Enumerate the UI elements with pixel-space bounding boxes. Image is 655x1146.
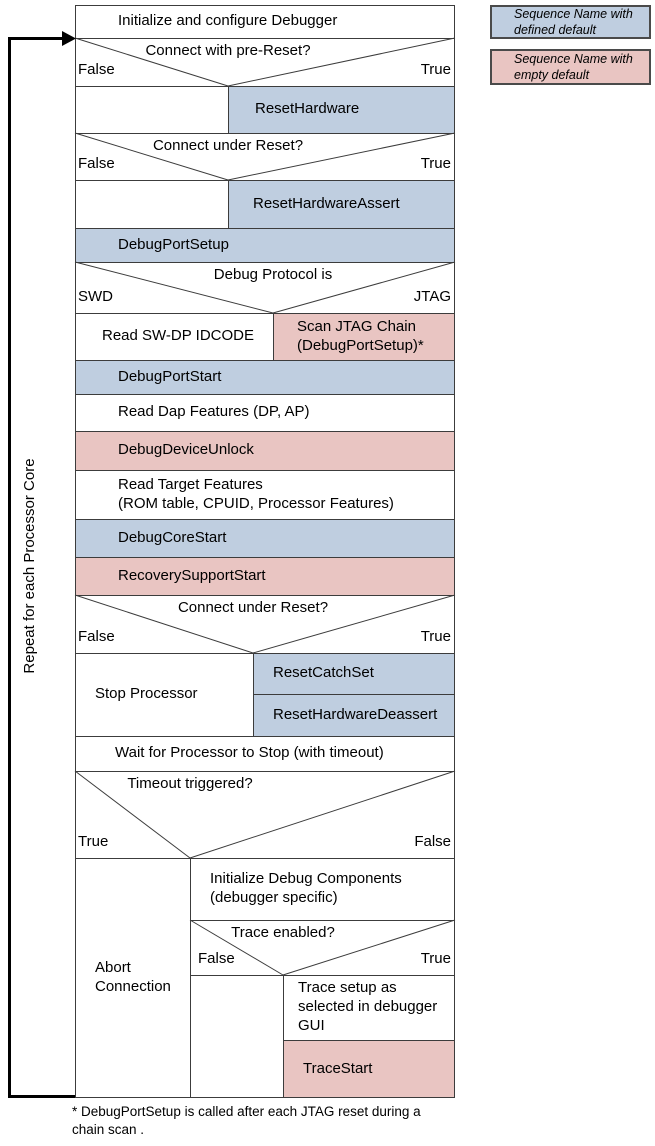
box-reset-hardware-assert: ResetHardwareAssert (228, 180, 455, 228)
box-read-dap-features: Read Dap Features (DP, AP) (118, 403, 310, 421)
box-wait-processor-stop: Wait for Processor to Stop (with timeout… (115, 744, 384, 762)
empty-false-branch-3 (190, 975, 283, 1098)
true-label: True (78, 833, 109, 850)
box-reset-hardware: ResetHardware (228, 86, 455, 133)
loop-arrow (8, 31, 76, 1098)
false-label: False (78, 155, 115, 172)
swd-label: SWD (78, 288, 113, 305)
true-label: True (420, 628, 451, 645)
true-label: True (420, 155, 451, 172)
box-abort-connection: Abort Connection (95, 959, 171, 995)
box-initialize-debugger: Initialize and configure Debugger (118, 12, 338, 30)
jtag-label: JTAG (413, 288, 451, 305)
box-reset-catch-set: ResetCatchSet (253, 653, 455, 694)
decision-question: Connect with pre-Reset? (145, 42, 311, 59)
footnote: * DebugPortSetup is called after each JT… (72, 1104, 421, 1138)
false-label: False (78, 61, 115, 78)
box-scan-jtag-chain: Scan JTAG Chain (DebugPortSetup)* (273, 313, 455, 360)
box-read-swdp-idcode: Read SW-DP IDCODE (102, 327, 254, 345)
box-debug-port-start: DebugPortStart (75, 360, 455, 394)
repeat-core-label: Repeat for each Processor Core (21, 458, 38, 674)
decision-connect-under-reset-1: Connect under Reset? False True (75, 133, 455, 180)
false-label: False (414, 833, 451, 850)
legend-defined-default: Sequence Name with defined default (490, 5, 651, 39)
true-label: True (420, 950, 451, 967)
box-recovery-support-start: RecoverySupportStart (75, 557, 455, 595)
decision-question: Connect under Reset? (152, 137, 304, 154)
empty-false-branch-2 (75, 180, 228, 228)
legend-empty-default: Sequence Name with empty default (490, 49, 651, 85)
box-reset-hardware-deassert: ResetHardwareDeassert (253, 694, 455, 736)
box-stop-processor: Stop Processor (95, 685, 198, 703)
decision-connect-under-reset-2: Connect under Reset? False True (75, 595, 455, 653)
false-label: False (78, 628, 115, 645)
box-trace-start: TraceStart (283, 1040, 455, 1098)
box-init-debug-components: Initialize Debug Components (debugger sp… (210, 870, 402, 906)
box-debug-port-setup: DebugPortSetup (75, 228, 455, 262)
decision-question: Trace enabled? (231, 924, 335, 941)
box-debug-core-start: DebugCoreStart (75, 519, 455, 557)
decision-connect-pre-reset: Connect with pre-Reset? False True (75, 38, 455, 86)
box-trace-setup: Trace setup as selected in debugger GUI (298, 979, 438, 1034)
true-label: True (420, 61, 451, 78)
box-debug-device-unlock: DebugDeviceUnlock (75, 431, 455, 470)
empty-false-branch-1 (75, 86, 228, 133)
box-read-target-features: Read Target Features (ROM table, CPUID, … (118, 475, 394, 512)
decision-debug-protocol: Debug Protocol is SWD JTAG (75, 262, 455, 313)
decision-timeout-triggered: Timeout triggered? True False (75, 771, 455, 858)
decision-trace-enabled: Trace enabled? False True (190, 920, 455, 975)
decision-question: Timeout triggered? (127, 775, 253, 792)
decision-question: Debug Protocol is (213, 266, 333, 283)
decision-question: Connect under Reset? (177, 599, 329, 616)
false-label: False (198, 950, 235, 967)
